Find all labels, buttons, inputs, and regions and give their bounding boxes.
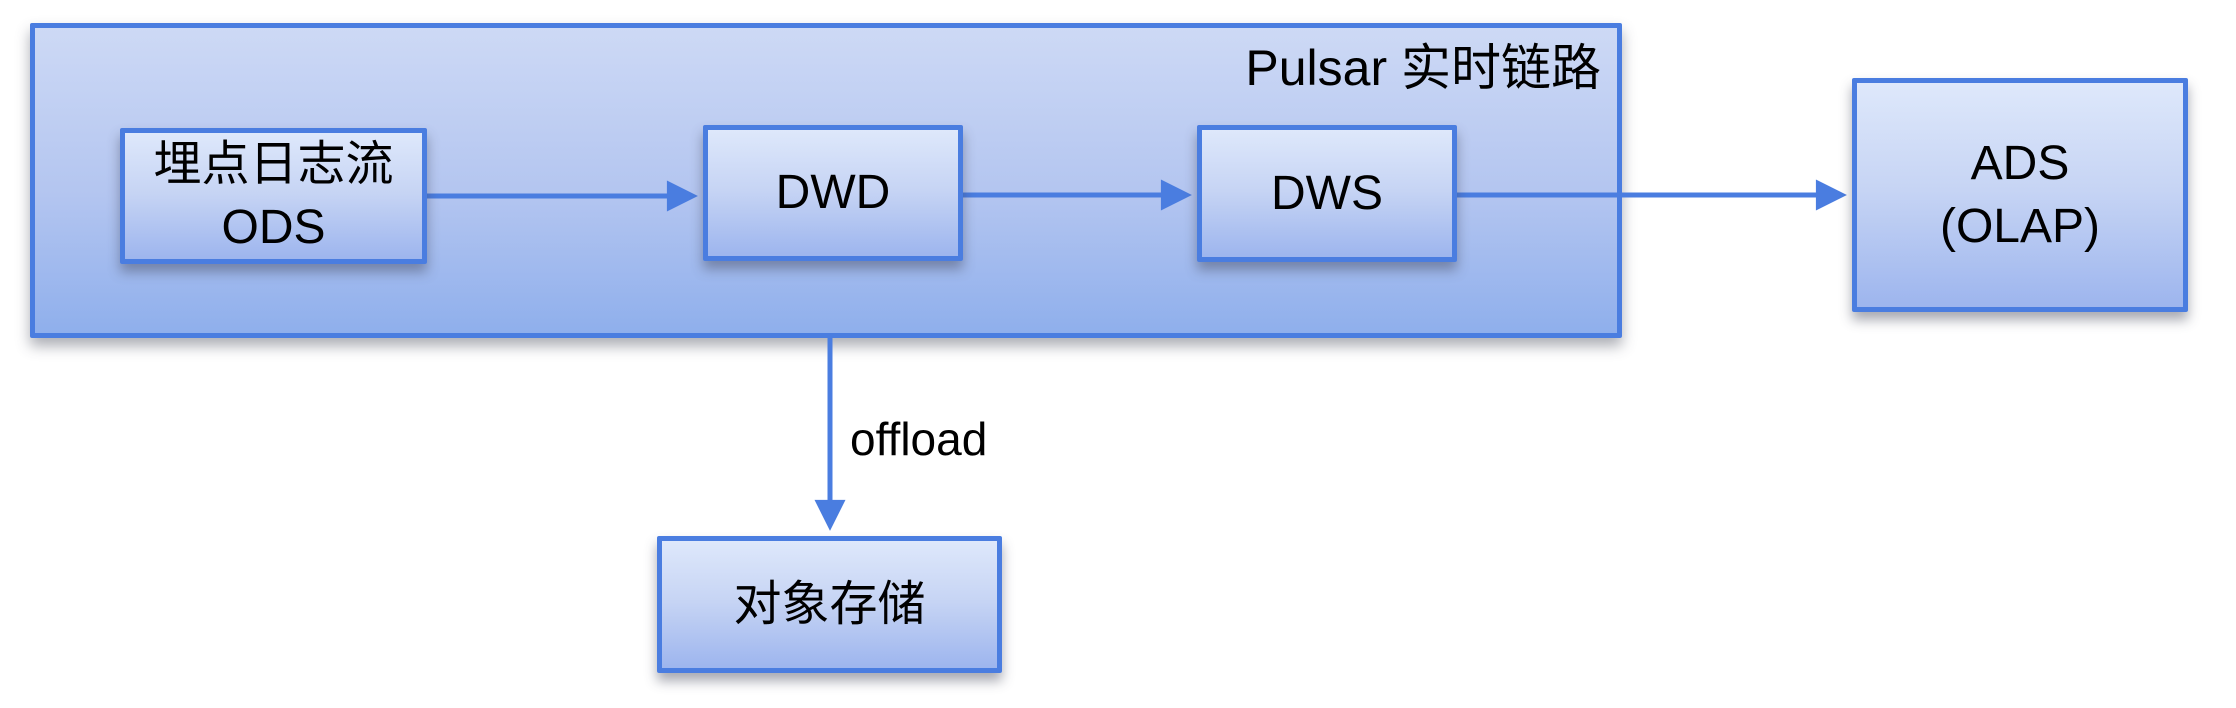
node-ods-line1: 埋点日志流 [153, 137, 394, 191]
node-dwd: DWD [703, 125, 963, 261]
node-dws-label: DWS [1271, 166, 1383, 220]
node-object-storage: 对象存储 [657, 536, 1002, 673]
node-ads-line2: (OLAP) [1939, 200, 2101, 253]
node-dws: DWS [1197, 125, 1457, 262]
node-ads-line1: ADS [1970, 136, 2070, 190]
node-dwd-label: DWD [775, 166, 891, 220]
node-ads-olap: ADS (OLAP) [1852, 78, 2188, 312]
group-title: Pulsar 实时链路 [1245, 40, 1601, 96]
node-ods: 埋点日志流 ODS [120, 128, 427, 264]
offload-edge-label: offload [850, 413, 988, 465]
node-object-storage-label: 对象存储 [733, 577, 926, 631]
node-ods-line2: ODS [221, 201, 326, 254]
